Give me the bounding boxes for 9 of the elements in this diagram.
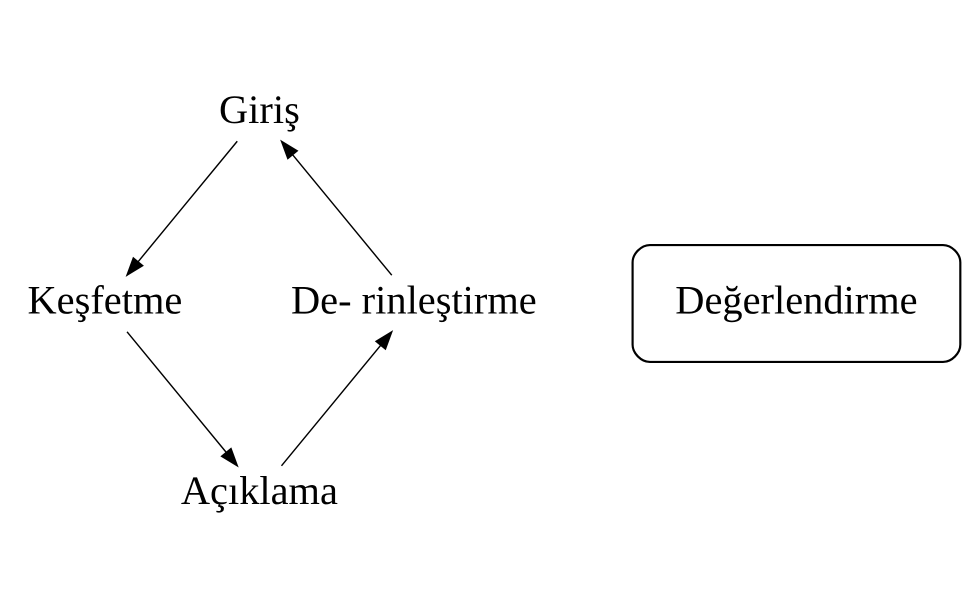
node-text: Giriş	[218, 86, 300, 132]
arrow	[126, 140, 238, 277]
node-box: Değerlendirme	[632, 244, 962, 364]
arrow	[280, 330, 394, 466]
node-text: Açıklama	[180, 468, 338, 514]
arrow	[126, 331, 239, 468]
node-text: Keşfetme	[28, 277, 182, 322]
node-text: De- rinleştirme	[291, 277, 537, 322]
arrow	[280, 140, 392, 276]
